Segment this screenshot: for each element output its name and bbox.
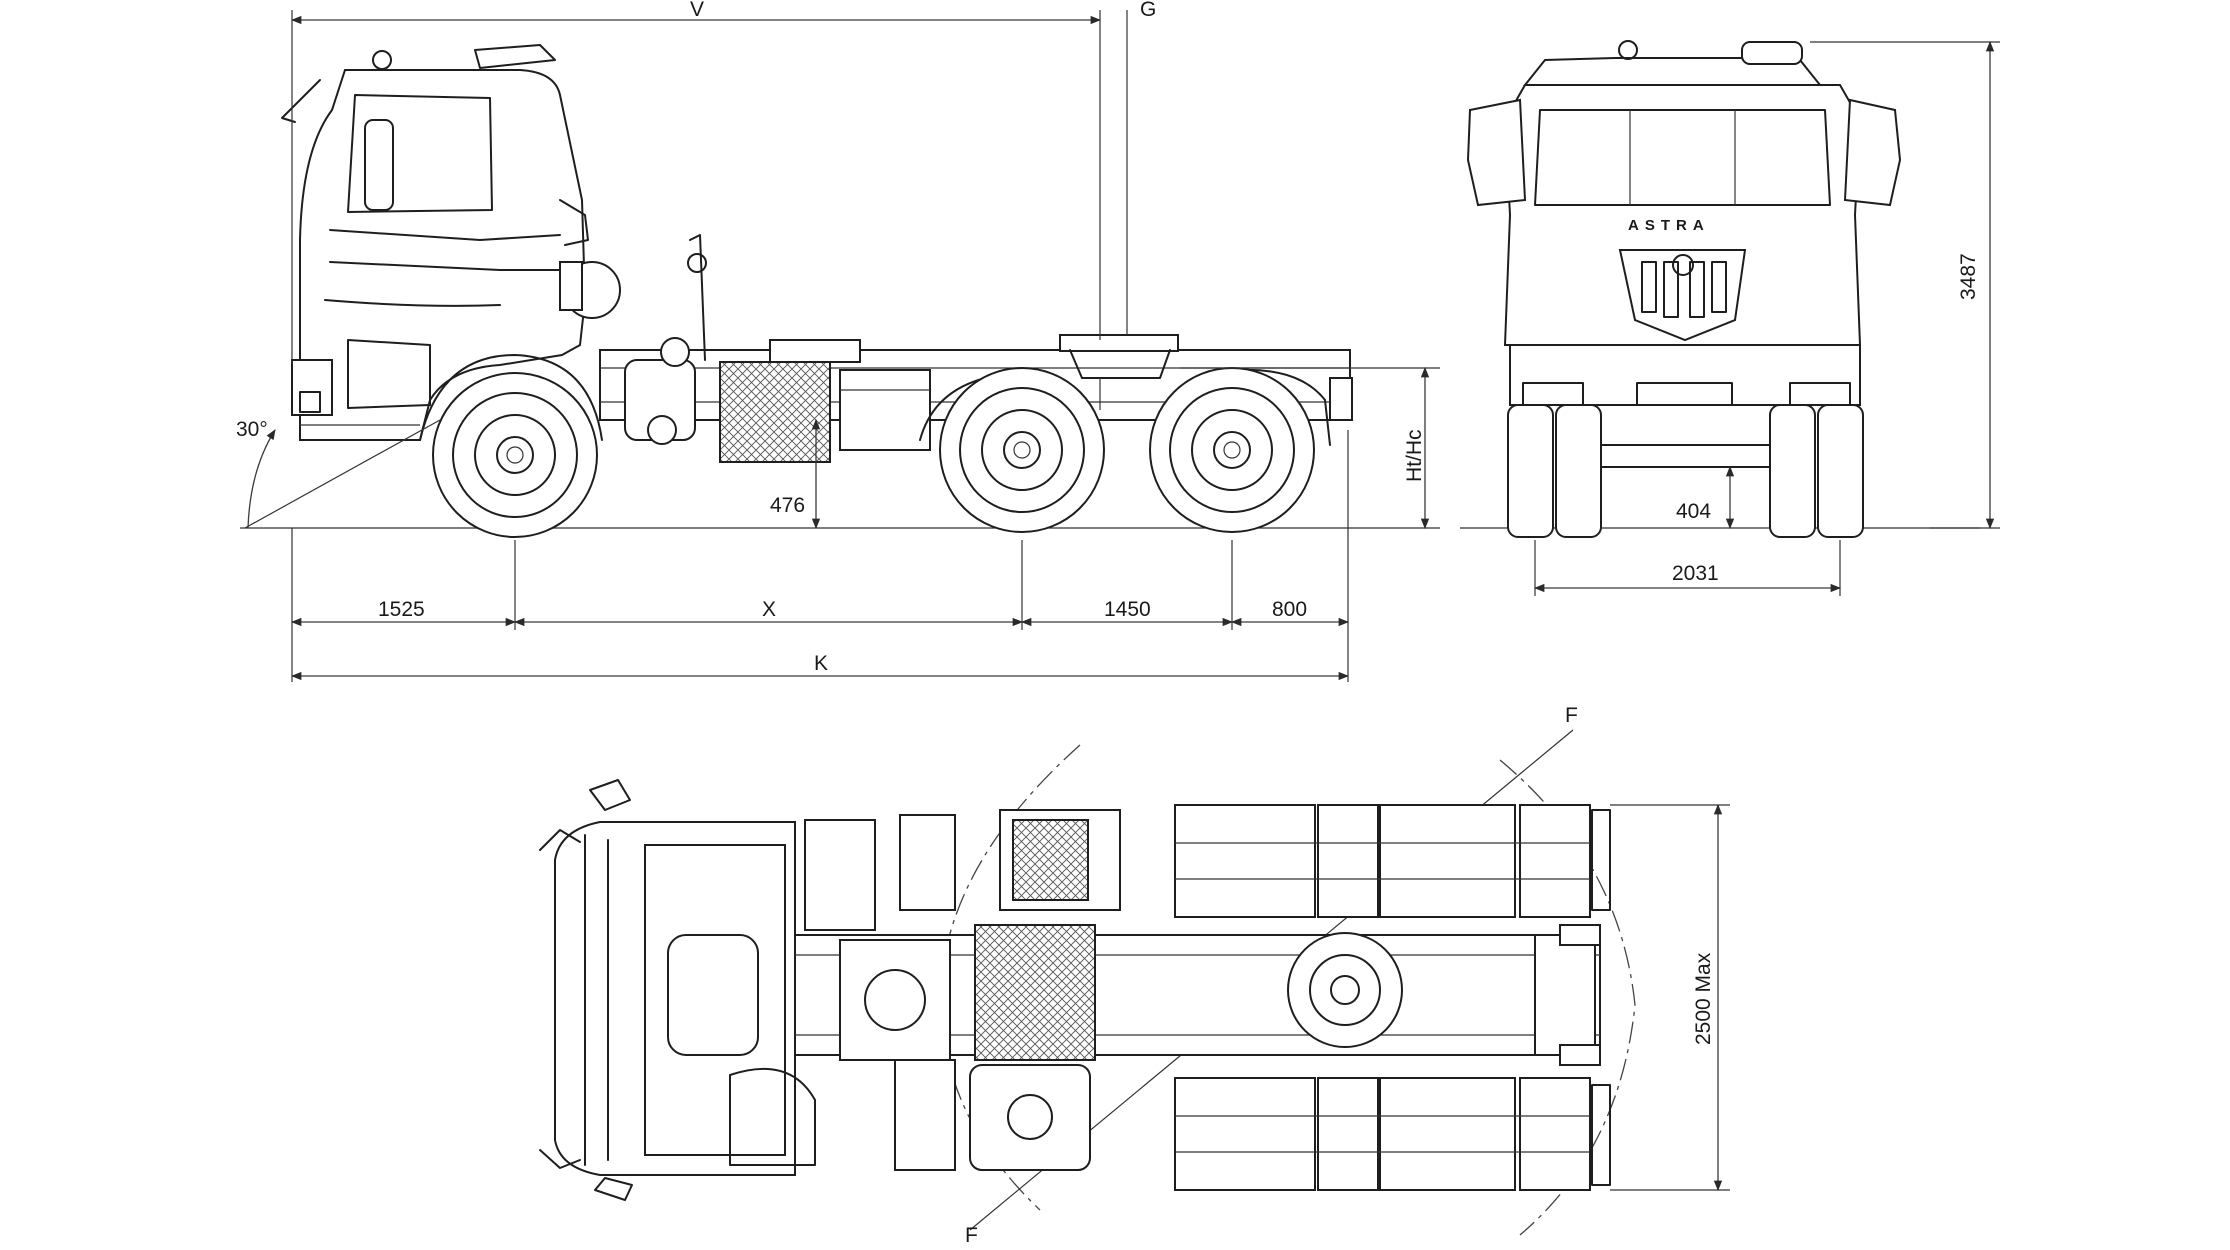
dim-swing-radius-start: F [965,1224,978,1247]
dim-ground-clearance: 404 [1676,500,1711,523]
cab-side [281,44,589,441]
brand-name: ASTRA [1628,217,1710,234]
chassis-top [794,809,1601,1171]
dim-rear-overhang: 800 [1272,598,1307,621]
dim-approach-angle: 30° [236,418,268,441]
tyres-top [1174,804,1611,1191]
dim-v: V [690,0,704,21]
dim-tandem-spacing: 1450 [1104,598,1151,621]
front-view: ASTRA 404 2031 3487 [1460,40,2000,596]
rear-wheel-1 [939,367,1105,533]
dim-max-width: 2500 Max [1692,952,1715,1045]
dim-track-width: 2031 [1672,562,1719,585]
top-view: F F [539,704,1730,1247]
dim-overall-height: 3487 [1957,253,1980,300]
cab-top [539,779,816,1201]
rear-wheel-2 [1149,367,1315,533]
front-wheel [419,354,603,538]
dim-fifth-wheel-height: Ht/Hc [1403,430,1426,483]
dim-frame-height: 476 [770,494,805,517]
dim-wheelbase: X [762,598,776,621]
dim-swing-radius-end: F [1565,704,1578,727]
side-view-dimensions: V G 30° 476 Ht/Hc 1525 X 14 [236,0,1440,682]
dim-overall-length: K [814,652,828,675]
dim-front-overhang: 1525 [378,598,425,621]
side-view: V G 30° 476 Ht/Hc 1525 X 14 [236,0,1440,682]
dim-g: G [1140,0,1156,21]
